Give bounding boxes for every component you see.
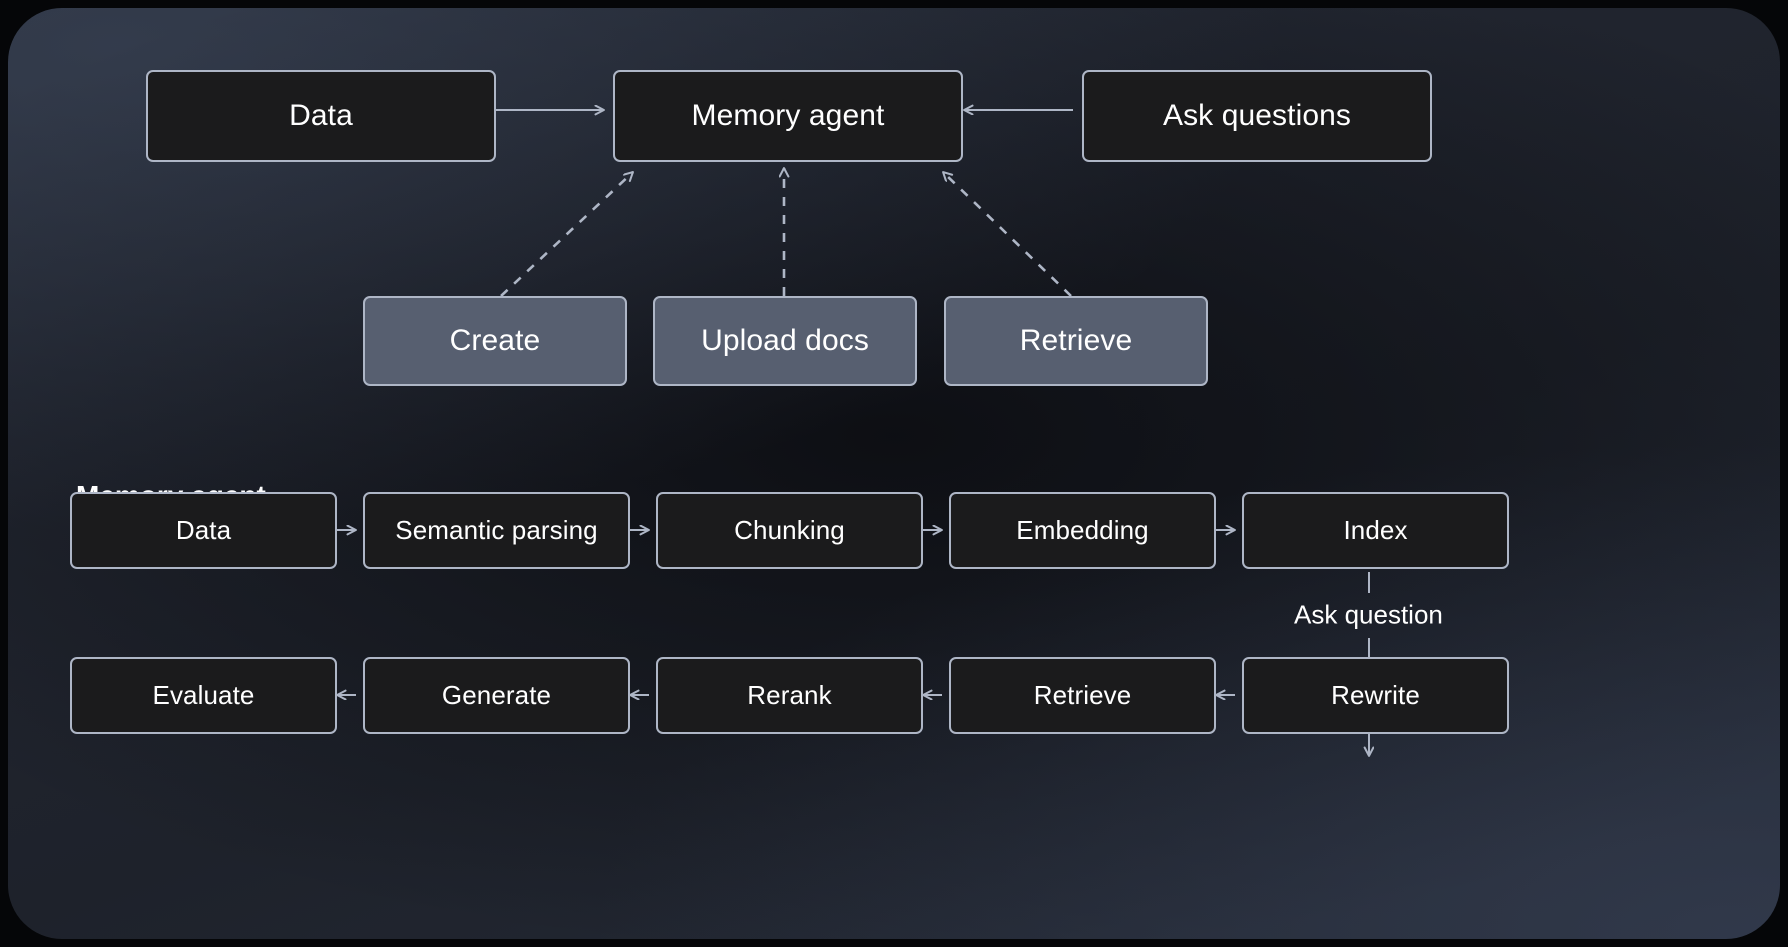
node-label: Ask questions [1162,99,1352,132]
node-chunking[interactable]: Chunking [656,492,923,569]
node-label: Chunking [734,515,845,545]
node-create[interactable]: Create [363,296,627,386]
node-retrieve-top[interactable]: Retrieve [944,296,1208,386]
node-label: Create [449,324,541,357]
node-retrieve-detail[interactable]: Retrieve [949,657,1216,734]
node-data-top[interactable]: Data [146,70,496,162]
node-data-detail[interactable]: Data [70,492,337,569]
node-label: Memory agent [691,99,885,132]
node-label: Data [175,515,232,545]
connector-label-ask-question: Ask question [1294,600,1443,631]
node-label: Evaluate [152,680,255,710]
node-embedding[interactable]: Embedding [949,492,1216,569]
node-generate[interactable]: Generate [363,657,630,734]
node-label: Upload docs [701,324,869,357]
node-label: Data [289,99,353,132]
node-rerank[interactable]: Rerank [656,657,923,734]
node-rewrite[interactable]: Rewrite [1242,657,1509,734]
node-semantic-parsing[interactable]: Semantic parsing [363,492,630,569]
node-memory-agent[interactable]: Memory agent [613,70,963,162]
node-evaluate[interactable]: Evaluate [70,657,337,734]
node-label: Generate [441,680,552,710]
diagram-canvas: Data Memory agent Ask questions Create U… [8,8,1780,939]
node-index[interactable]: Index [1242,492,1509,569]
edge-retrieve-to-memory-agent [943,171,1072,297]
connector-label-text: Ask question [1294,599,1443,630]
node-label: Retrieve [1019,324,1133,357]
node-label: Index [1343,515,1408,545]
node-label: Embedding [1016,515,1149,545]
node-label: Rewrite [1331,680,1420,710]
node-upload-docs[interactable]: Upload docs [653,296,917,386]
node-label: Rerank [747,680,832,710]
node-label: Semantic parsing [395,515,598,545]
edge-create-to-memory-agent [500,171,633,297]
node-label: Retrieve [1033,680,1132,710]
node-ask-questions[interactable]: Ask questions [1082,70,1432,162]
